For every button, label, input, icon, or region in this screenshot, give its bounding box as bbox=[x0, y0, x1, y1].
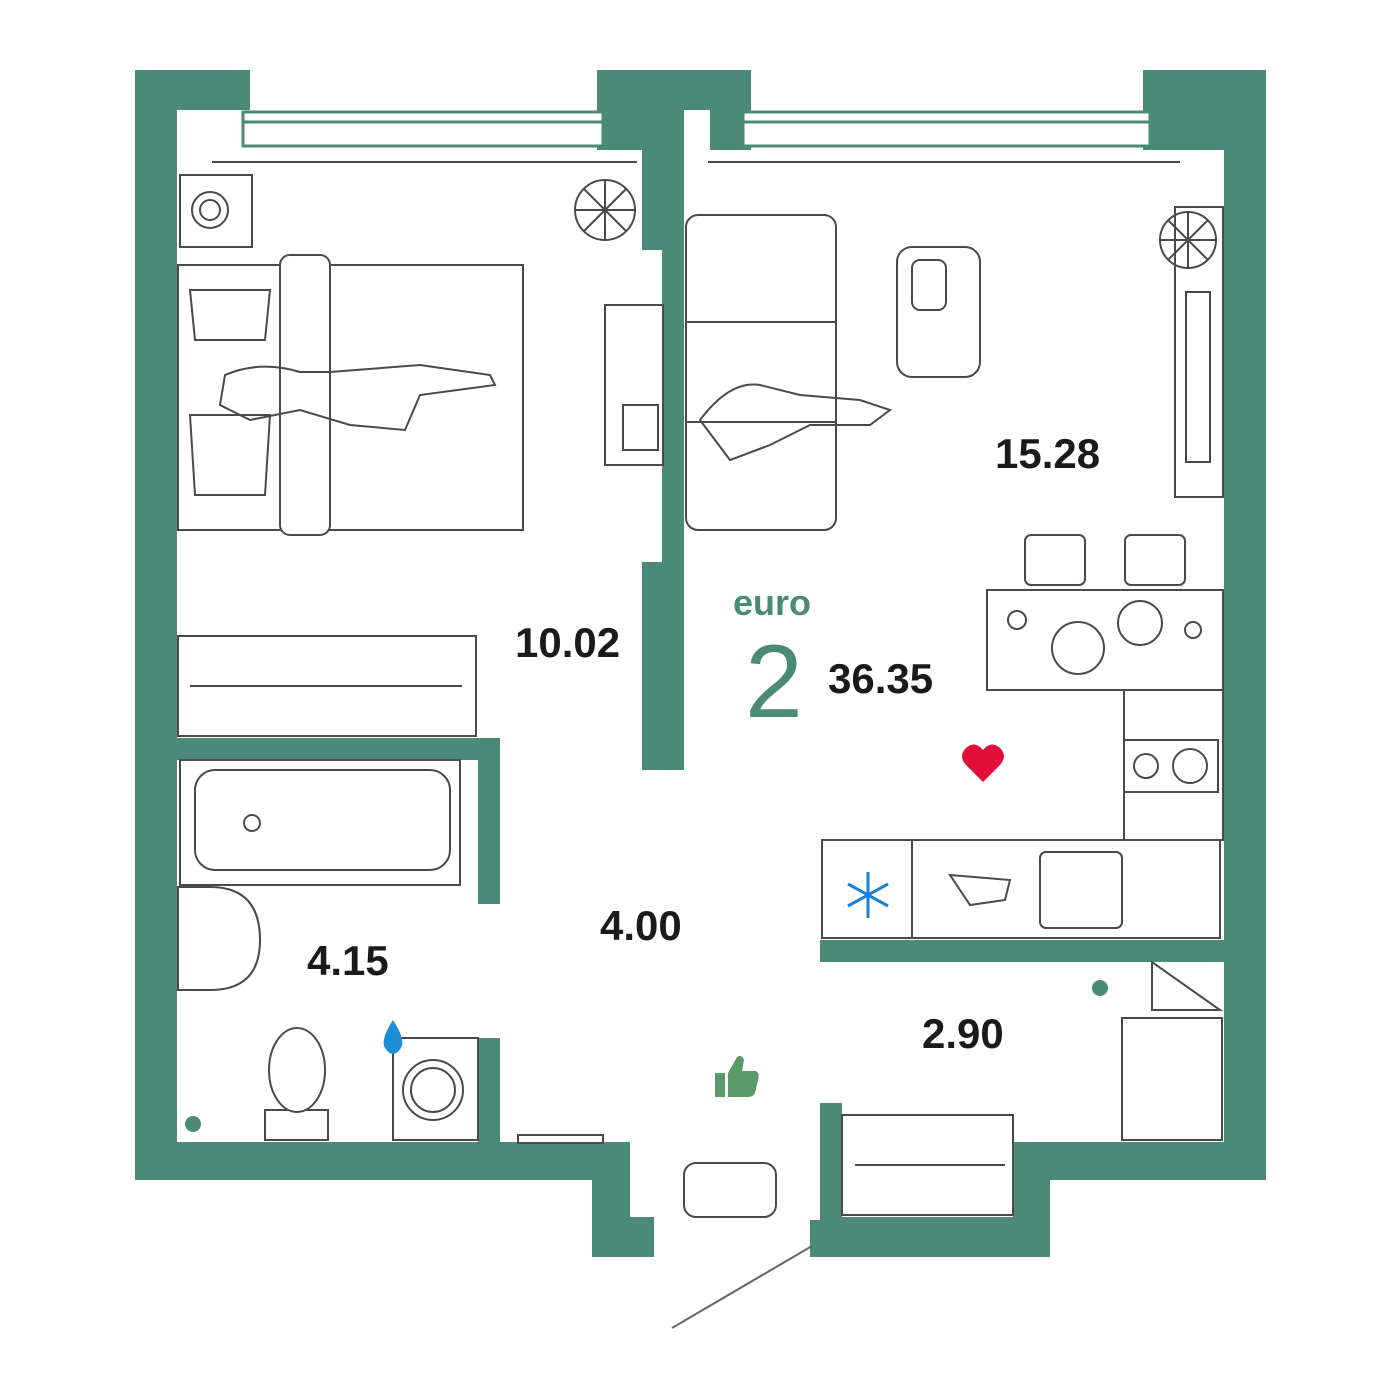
living-furniture bbox=[685, 206, 1224, 939]
bedroom-furniture bbox=[177, 174, 664, 737]
hallway-furniture bbox=[185, 960, 1224, 1329]
plant-living bbox=[1159, 211, 1217, 269]
bathroom-furniture bbox=[177, 759, 604, 1144]
living-kitchen-area: 15.28 bbox=[995, 430, 1101, 477]
plant-bedroom bbox=[574, 179, 636, 241]
water-drop-icon bbox=[383, 1020, 403, 1054]
total-area: 36.35 bbox=[828, 655, 934, 702]
rooms-count: 2 bbox=[745, 624, 803, 740]
bathroom-area: 4.15 bbox=[307, 937, 389, 984]
heart-icon bbox=[962, 744, 1004, 782]
storage-area: 2.90 bbox=[922, 1010, 1004, 1057]
plan-type-label: euro bbox=[733, 582, 812, 623]
windows bbox=[241, 110, 1152, 148]
bedroom-area: 10.02 bbox=[515, 619, 621, 666]
snowflake-icon bbox=[847, 872, 889, 918]
thumbs-up-icon bbox=[715, 1056, 759, 1097]
hallway-area: 4.00 bbox=[600, 902, 682, 949]
walls bbox=[135, 70, 1266, 1257]
